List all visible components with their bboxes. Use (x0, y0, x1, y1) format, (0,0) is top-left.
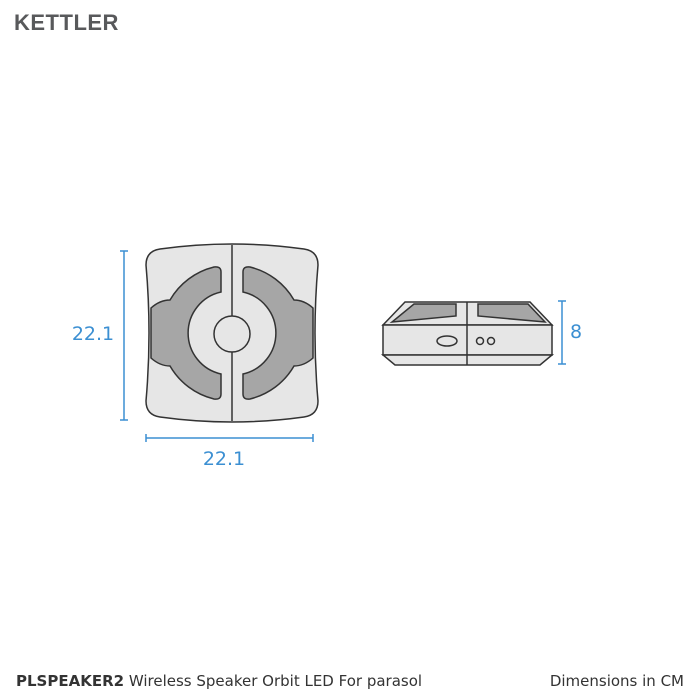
units-note: Dimensions in CM (549, 672, 684, 690)
side-grille-right (477, 303, 547, 323)
brand-logo: KETTLER (14, 10, 119, 35)
dimension-lines (120, 250, 566, 442)
width-label: 22.1 (203, 448, 245, 470)
power-button (436, 335, 458, 347)
height-label: 22.1 (72, 323, 114, 345)
center-hub (213, 315, 251, 353)
right-grille (242, 266, 314, 400)
speaker-top-view (145, 243, 319, 423)
product-code: PLSPEAKER2 (16, 672, 125, 690)
depth-label: 8 (570, 321, 582, 343)
product-caption: PLSPEAKER2 Wireless Speaker Orbit LED Fo… (16, 672, 422, 690)
left-grille (150, 266, 222, 400)
side-grille-left (389, 303, 457, 323)
indicator-light (486, 336, 496, 346)
indicator-light (475, 336, 485, 346)
product-name: Wireless Speaker Orbit LED For parasol (128, 672, 423, 690)
speaker-side-view (380, 301, 555, 366)
